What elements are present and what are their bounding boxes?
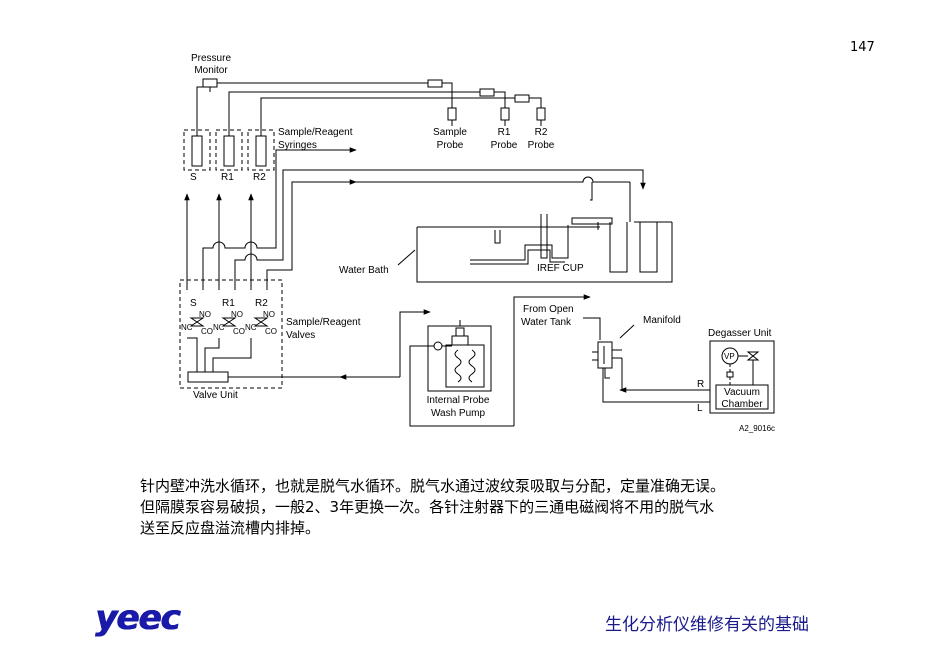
r1-probe-label: Probe xyxy=(491,140,518,151)
valve-port-no: NO xyxy=(263,310,275,319)
open-water-tank-label: Water Tank xyxy=(521,317,572,328)
valve-port-co: CO xyxy=(201,327,213,336)
r1-probe-label: R1 xyxy=(498,127,511,138)
fluidics-diagram: Pressure Monitor Sample/Reagent Syringes… xyxy=(179,53,775,433)
syringes-label: Sample/Reagent xyxy=(278,127,353,138)
valve-unit xyxy=(187,371,236,383)
vp-label: VP xyxy=(724,352,735,361)
water-bath xyxy=(416,214,673,283)
valve-tag-s: S xyxy=(190,298,197,309)
r2-probe-label: Probe xyxy=(528,140,555,151)
sample-probe-label: Sample xyxy=(433,127,467,138)
sample-probe-label: Probe xyxy=(437,140,464,151)
footer-title: 生化分析仪维修有关的基础 xyxy=(605,615,809,635)
valve-unit-label: Valve Unit xyxy=(193,390,238,401)
open-water-tank-label: From Open xyxy=(523,304,574,315)
syringe-tag-r2: R2 xyxy=(253,172,266,183)
pressure-monitor-label: Monitor xyxy=(194,65,228,76)
caption: 针内壁冲洗水循环，也就是脱气水循环。脱气水通过波纹泵吸取与分配，定量准确无误。 … xyxy=(140,476,860,539)
manifold-label: Manifold xyxy=(643,315,681,326)
port-l-label: L xyxy=(697,403,703,414)
syringe-tag-s: S xyxy=(190,172,197,183)
valve-r1 xyxy=(221,317,237,327)
syringes-label: Syringes xyxy=(278,140,317,151)
valve-tag-r2: R2 xyxy=(255,298,268,309)
valve-r2 xyxy=(253,317,269,327)
sample-probe xyxy=(447,107,457,126)
valve-port-no: NO xyxy=(199,310,211,319)
caption-line: 但隔膜泵容易破损，一般2、3年更换一次。各针注射器下的三通电磁阀将不用的脱气水 xyxy=(140,498,715,516)
yeec-logo: yeec xyxy=(95,598,180,638)
page-number: 147 xyxy=(850,40,875,55)
r2-probe xyxy=(536,107,546,126)
valve-s xyxy=(189,317,205,327)
valve-port-nc: NC xyxy=(181,323,193,332)
figure-code: A2_9016c xyxy=(739,424,775,433)
valve-port-no: NO xyxy=(231,310,243,319)
valves-box xyxy=(179,279,283,389)
r2-probe-label: R2 xyxy=(535,127,548,138)
valves-label: Sample/Reagent xyxy=(286,317,361,328)
pressure-monitor xyxy=(202,78,218,92)
r1-probe xyxy=(500,107,510,126)
vacuum-chamber-label: Vacuum xyxy=(724,387,760,398)
valve-port-nc: NC xyxy=(245,323,257,332)
valve-tag-r1: R1 xyxy=(222,298,235,309)
port-r-label: R xyxy=(697,379,704,390)
degasser-unit-label: Degasser Unit xyxy=(708,328,772,339)
wash-pump-label: Wash Pump xyxy=(431,408,486,419)
syringe-r2 xyxy=(247,129,275,171)
valves-label: Valves xyxy=(286,330,315,341)
syringe-s xyxy=(183,129,211,171)
caption-line: 针内壁冲洗水循环，也就是脱气水循环。脱气水通过波纹泵吸取与分配，定量准确无误。 xyxy=(140,477,726,495)
caption-line: 送至反应盘溢流槽内排掉。 xyxy=(140,519,321,537)
pressure-monitor-label: Pressure xyxy=(191,53,231,64)
internal-probe-wash-pump xyxy=(427,325,492,392)
valve-port-co: CO xyxy=(265,327,277,336)
valve-port-nc: NC xyxy=(213,323,225,332)
vacuum-chamber-label: Chamber xyxy=(721,399,763,410)
syringe-r1 xyxy=(215,129,243,171)
syringe-tag-r1: R1 xyxy=(221,172,234,183)
wash-pump-label: Internal Probe xyxy=(427,395,490,406)
degasser-unit xyxy=(709,340,775,414)
water-bath-label: Water Bath xyxy=(339,265,389,276)
manifold xyxy=(592,341,622,369)
valve-port-co: CO xyxy=(233,327,245,336)
iref-cup-label: IREF CUP xyxy=(537,263,584,274)
